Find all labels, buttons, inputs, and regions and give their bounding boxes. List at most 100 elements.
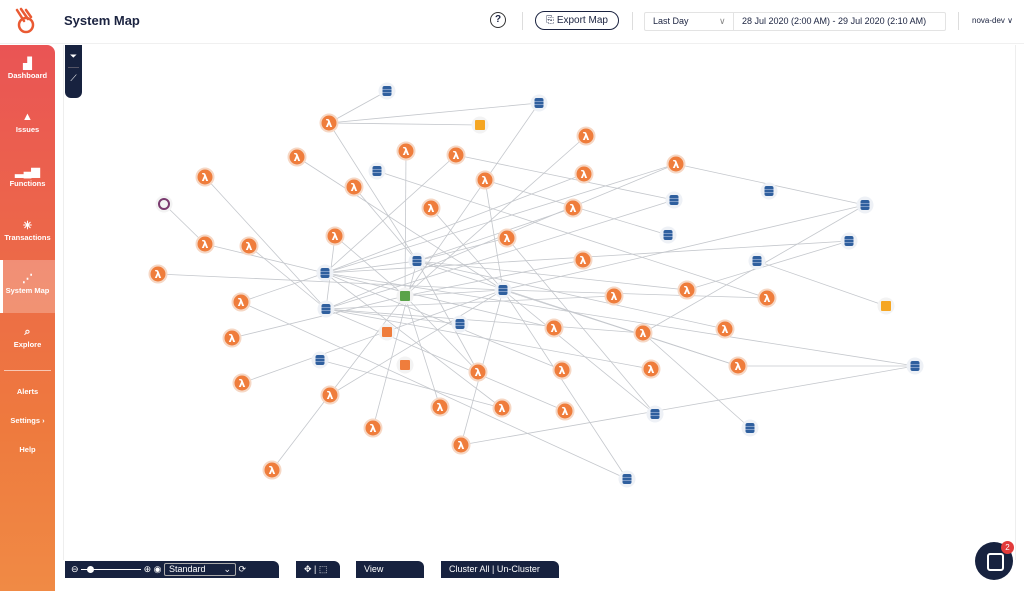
queue-node[interactable]	[877, 297, 895, 315]
box-node[interactable]	[378, 323, 396, 341]
date-range-value[interactable]: 28 Jul 2020 (2:00 AM) - 29 Jul 2020 (2:1…	[733, 13, 926, 30]
zoom-slider-handle[interactable]	[87, 566, 95, 574]
graph-layout-icon[interactable]: ⟋	[70, 73, 77, 83]
lambda-node[interactable]: λ	[195, 167, 215, 187]
lambda-node[interactable]: λ	[232, 373, 252, 393]
database-node[interactable]	[311, 351, 329, 369]
lambda-node[interactable]: λ	[555, 401, 575, 421]
database-node[interactable]	[906, 357, 924, 375]
lambda-node[interactable]: λ	[544, 318, 564, 338]
box-node[interactable]	[396, 356, 414, 374]
lambda-node[interactable]: λ	[325, 226, 345, 246]
period-select[interactable]: Last Day	[653, 16, 689, 26]
lambda-node[interactable]: λ	[666, 154, 686, 174]
database-node[interactable]	[494, 281, 512, 299]
page-title: System Map	[64, 13, 140, 28]
uncluster-all-button[interactable]: Un-Cluster All	[449, 564, 540, 591]
lambda-node[interactable]: λ	[396, 141, 416, 161]
database-node[interactable]	[368, 162, 386, 180]
lambda-node[interactable]: λ	[446, 145, 466, 165]
filter-icon[interactable]: ⏷	[69, 51, 78, 61]
lambda-node[interactable]: λ	[430, 397, 450, 417]
queue-node[interactable]	[471, 116, 489, 134]
database-node[interactable]	[317, 300, 335, 318]
edge	[204, 243, 326, 274]
database-node[interactable]	[840, 232, 858, 250]
database-node[interactable]	[646, 405, 664, 423]
svg-text:λ: λ	[351, 181, 358, 194]
lambda-node[interactable]: λ	[148, 264, 168, 284]
lambda-node[interactable]: λ	[604, 286, 624, 306]
lambda-node[interactable]: λ	[262, 460, 282, 480]
sidebar-link-alerts[interactable]: Alerts	[16, 387, 39, 396]
lambda-node[interactable]: λ	[222, 328, 242, 348]
sidebar-link-help[interactable]: Help	[19, 445, 36, 454]
database-node[interactable]	[659, 226, 677, 244]
lambda-node[interactable]: λ	[239, 236, 259, 256]
lambda-node[interactable]: λ	[574, 164, 594, 184]
refresh-icon[interactable]: ⟳	[238, 564, 247, 574]
lambda-node[interactable]: λ	[576, 126, 596, 146]
sidebar-item-transactions[interactable]: ✳Transactions	[0, 207, 55, 260]
database-node[interactable]	[530, 94, 548, 112]
lambda-node[interactable]: λ	[677, 280, 697, 300]
lambda-node[interactable]: λ	[363, 418, 383, 438]
sidebar-item-issues[interactable]: ▲Issues	[0, 99, 55, 152]
divider	[522, 12, 523, 30]
sidebar-link-settings[interactable]: Settings ›	[10, 416, 45, 425]
help-button[interactable]: ?	[490, 12, 506, 28]
date-range-picker[interactable]: Last Day ∨ 28 Jul 2020 (2:00 AM) - 29 Ju…	[644, 12, 946, 31]
lambda-node[interactable]: λ	[344, 177, 364, 197]
lambda-node[interactable]: λ	[715, 319, 735, 339]
database-node[interactable]	[316, 264, 334, 282]
lambda-node[interactable]: λ	[451, 435, 471, 455]
view-options-button[interactable]: View Options	[356, 561, 424, 591]
lambda-node[interactable]: λ	[757, 288, 777, 308]
move-icon[interactable]: ✥	[304, 564, 312, 574]
sidebar-item-explore[interactable]: ⌕Explore	[0, 314, 55, 367]
database-node[interactable]	[741, 419, 759, 437]
database-node[interactable]	[665, 191, 683, 209]
lambda-node[interactable]: λ	[320, 385, 340, 405]
lambda-node[interactable]: λ	[573, 250, 593, 270]
select-area-icon[interactable]: ⬚	[318, 564, 328, 574]
lambda-node[interactable]: λ	[728, 356, 748, 376]
lambda-node[interactable]: λ	[475, 170, 495, 190]
lambda-node[interactable]: λ	[421, 198, 441, 218]
database-node[interactable]	[748, 252, 766, 270]
lambda-node[interactable]: λ	[552, 360, 572, 380]
org-selector[interactable]: nova-dev ∨	[972, 16, 1013, 25]
database-node[interactable]	[451, 315, 469, 333]
lambda-node[interactable]: λ	[641, 359, 661, 379]
database-node[interactable]	[378, 82, 396, 100]
bar-chart-icon: ▟	[23, 58, 32, 70]
lambda-node[interactable]: λ	[492, 398, 512, 418]
sidebar-item-system-map[interactable]: ⋰System Map	[0, 260, 55, 313]
export-map-button[interactable]: ⎘ Export Map	[535, 11, 619, 30]
system-map-canvas[interactable]	[63, 45, 1016, 560]
sidebar-item-functions[interactable]: ▂▄▆Functions	[0, 153, 55, 206]
center-icon[interactable]: ◉	[153, 564, 162, 574]
zoom-in-icon[interactable]: ⊕	[143, 564, 152, 574]
database-node[interactable]	[618, 470, 636, 488]
layout-select[interactable]: Standard⌄	[164, 563, 237, 577]
database-node[interactable]	[760, 182, 778, 200]
lambda-node[interactable]: λ	[633, 323, 653, 343]
purple-node[interactable]	[155, 195, 173, 213]
zoom-out-icon[interactable]: ⊖	[71, 564, 79, 574]
lambda-node[interactable]: λ	[319, 113, 339, 133]
lambda-node[interactable]: λ	[563, 198, 583, 218]
cluster-all-button[interactable]: Cluster All	[449, 564, 490, 574]
lambda-node[interactable]: λ	[468, 362, 488, 382]
lambda-node[interactable]: λ	[287, 147, 307, 167]
logo-icon[interactable]	[12, 7, 38, 35]
zoom-slider[interactable]	[81, 566, 142, 574]
database-node[interactable]	[856, 196, 874, 214]
sidebar-item-dashboard[interactable]: ▟Dashboard	[0, 45, 55, 98]
lambda-node[interactable]: λ	[195, 234, 215, 254]
lambda-node[interactable]: λ	[231, 292, 251, 312]
lambda-node[interactable]: λ	[497, 228, 517, 248]
green-node[interactable]	[396, 287, 414, 305]
database-node[interactable]	[408, 252, 426, 270]
